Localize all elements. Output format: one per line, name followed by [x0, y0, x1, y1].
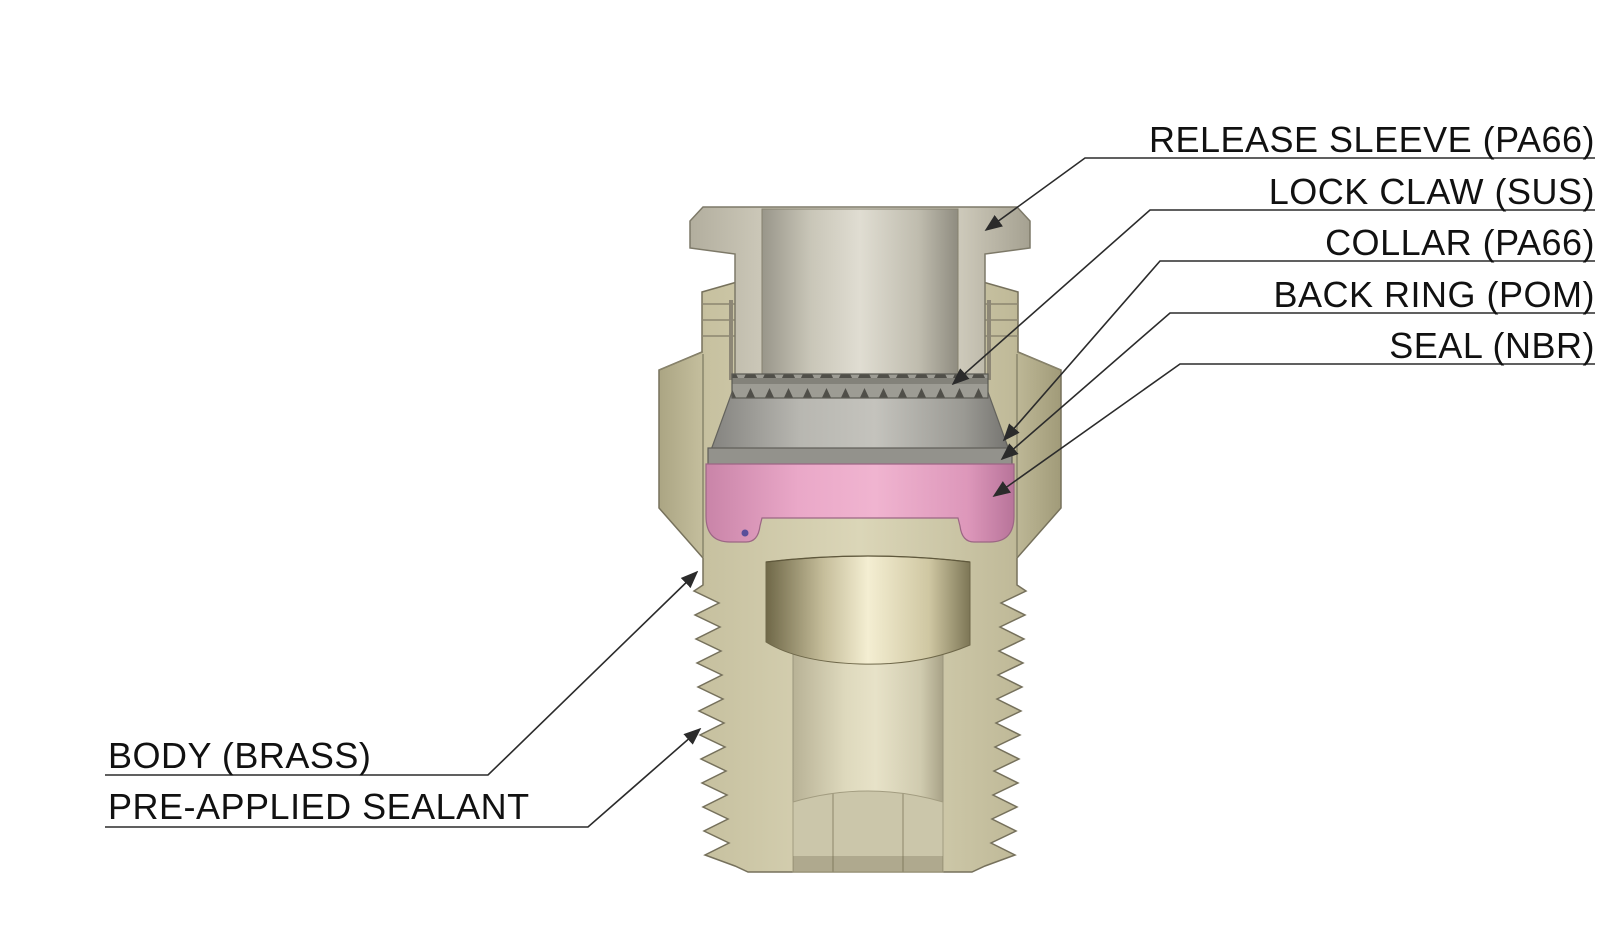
sleeve-slot-right: [987, 300, 991, 380]
label-pre-applied-sealant: PRE-APPLIED SEALANT: [108, 786, 530, 827]
leader-collar: [1002, 260, 1595, 442]
label-seal: SEAL (NBR): [1389, 325, 1595, 366]
leader-pre-applied-sealant: [105, 727, 702, 828]
hex-shoulder-top-right: [1016, 351, 1062, 371]
label-lock-claw: LOCK CLAW (SUS): [1268, 171, 1595, 212]
hex-socket: [792, 790, 944, 873]
leader-lines: [105, 157, 1595, 828]
seal-shape: [705, 463, 1015, 543]
hex-socket-shadow: [793, 856, 943, 872]
back-ring-shape: [707, 447, 1013, 467]
tube-stop-cylinder: [765, 555, 971, 665]
label-release-sleeve: RELEASE SLEEVE (PA66): [1148, 119, 1595, 160]
leader-back-ring: [1000, 312, 1595, 461]
label-body: BODY (BRASS): [108, 735, 372, 776]
leader-release-sleeve: [984, 157, 1595, 232]
label-collar: COLLAR (PA66): [1325, 222, 1595, 263]
leader-lock-claw: [951, 209, 1595, 386]
sleeve-slot-left: [729, 300, 733, 380]
lock-claw-shape: [731, 373, 989, 399]
label-back-ring: BACK RING (POM): [1273, 274, 1595, 315]
seal-notch: [741, 529, 749, 537]
tube-bore-upper: [761, 208, 959, 379]
tube-stop-top-edge: [765, 555, 971, 563]
leader-seal: [992, 363, 1595, 498]
leader-body: [105, 570, 699, 776]
hex-shoulder-top: [658, 351, 704, 371]
